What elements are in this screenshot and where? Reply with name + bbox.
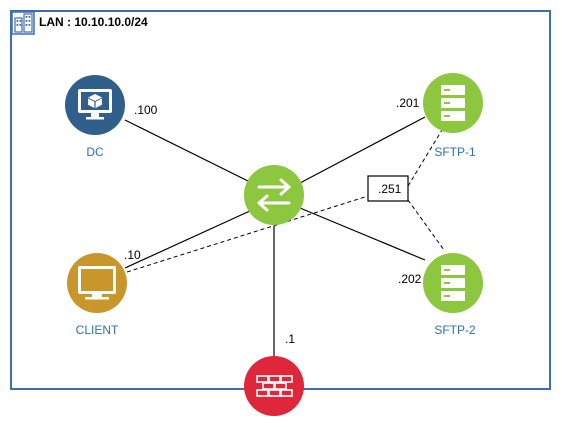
- sftp2-node[interactable]: [423, 253, 483, 313]
- client-node[interactable]: [67, 253, 127, 313]
- dc-label: DC: [86, 145, 104, 159]
- vip-box: [367, 175, 409, 202]
- monitor-cube-icon: [78, 89, 112, 120]
- sftp1-address: .201: [396, 96, 420, 110]
- sftp1-node[interactable]: [423, 73, 483, 133]
- building-icon: [11, 11, 35, 35]
- firewall-brick-icon: [256, 375, 293, 397]
- server-icon: [441, 265, 465, 301]
- firewall-node[interactable]: [244, 356, 304, 416]
- dc-address: .100: [134, 103, 158, 117]
- server-icon: [441, 85, 465, 121]
- firewall-address: .1: [285, 332, 295, 346]
- monitor-icon: [78, 266, 116, 300]
- solid-links: [124, 116, 426, 358]
- switch-node[interactable]: [244, 165, 304, 225]
- dashed-links: [126, 129, 445, 273]
- sftp1-label: SFTP-1: [434, 145, 476, 159]
- link-sftp1-switch: [299, 116, 426, 184]
- client-address: .10: [124, 248, 141, 262]
- link-vip-sftp1: [407, 129, 443, 187]
- vip-address: .251: [378, 182, 402, 196]
- link-client-switch: [124, 209, 253, 269]
- lan-title: LAN : 10.10.10.0/24: [39, 15, 148, 29]
- link-vip-sftp2: [407, 199, 445, 251]
- link-dc-switch: [124, 119, 253, 184]
- link-sftp2-switch: [299, 207, 426, 261]
- client-label: CLIENT: [76, 323, 119, 337]
- link-client-vip: [126, 195, 369, 273]
- dc-node[interactable]: [65, 75, 125, 135]
- switch-arrows-icon: [257, 178, 291, 212]
- sftp2-label: SFTP-2: [434, 323, 476, 337]
- sftp2-address: .202: [398, 272, 422, 286]
